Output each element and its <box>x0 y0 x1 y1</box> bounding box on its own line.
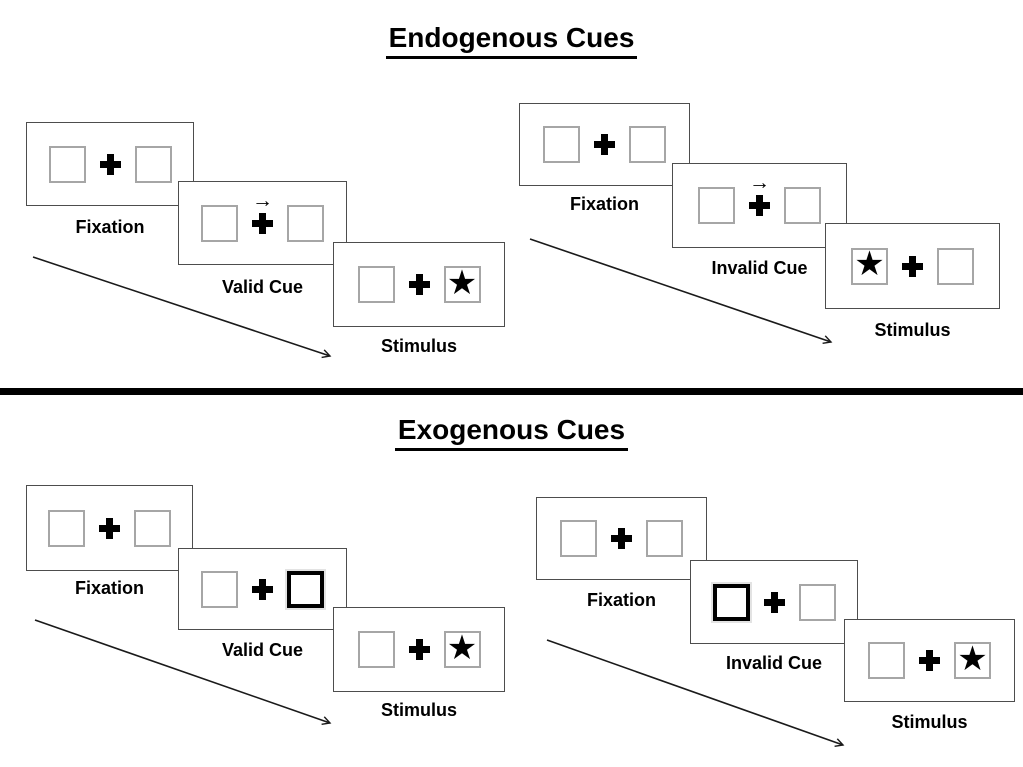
fixation-panel <box>26 122 194 206</box>
placeholder-box-right <box>646 520 683 557</box>
placeholder-box-left <box>357 266 395 303</box>
star-icon: ★ <box>446 263 478 302</box>
placeholder-box-right <box>937 247 974 285</box>
cue-arrow-right-icon: → <box>749 171 770 194</box>
timeline-arrow-exogenous-valid <box>34 619 330 723</box>
panel-label: Invalid Cue <box>711 258 808 278</box>
placeholder-box-right <box>134 509 171 547</box>
placeholder-box-left <box>698 187 735 224</box>
fixation-plus-icon <box>763 591 785 613</box>
fixation-panel <box>519 103 690 186</box>
target-box-right: ★ <box>954 642 991 679</box>
placeholder-box-left <box>201 204 238 242</box>
placeholder-box-left <box>357 631 395 668</box>
panel-label: Stimulus <box>891 712 968 732</box>
fixation-plus-icon <box>408 639 430 660</box>
target-box-right: ★ <box>443 628 481 668</box>
panel-label: Valid Cue <box>221 277 304 297</box>
panel-label: Valid Cue <box>221 640 304 660</box>
placeholder-box-right <box>784 187 821 224</box>
placeholder-box-left <box>201 570 238 608</box>
star-icon: ★ <box>854 245 885 283</box>
cue-arrow-right-icon: → <box>252 188 273 212</box>
stimulus-panel: ★ <box>333 607 505 692</box>
fixation-plus-icon <box>611 528 632 549</box>
cue-panel: → <box>178 181 347 265</box>
fixation-plus-icon <box>919 650 940 671</box>
fixation-panel <box>536 497 707 580</box>
stimulus-panel: ★ <box>333 242 505 327</box>
fixation-panel <box>26 485 193 571</box>
timeline-arrow-endogenous-invalid <box>529 238 831 342</box>
placeholder-box-right <box>798 583 836 621</box>
panel-label: Fixation <box>586 590 656 610</box>
placeholder-box-left <box>543 126 580 163</box>
panel-label: Stimulus <box>380 336 457 356</box>
panel-label: Stimulus <box>874 320 951 340</box>
timeline-arrow-endogenous-valid <box>32 256 330 356</box>
cue-panel <box>690 560 858 644</box>
stimulus-panel: ★ <box>844 619 1015 702</box>
panel-label: Stimulus <box>380 700 457 720</box>
fixation-plus-icon <box>252 578 273 600</box>
placeholder-box-left <box>560 520 597 557</box>
target-box-right: ★ <box>443 263 481 303</box>
section-title-endogenous: Endogenous Cues <box>0 22 1023 59</box>
placeholder-box-left <box>48 509 85 547</box>
placeholder-box-right <box>134 145 172 183</box>
fixation-plus-icon <box>594 134 615 155</box>
panel-label: Fixation <box>569 194 639 214</box>
cue-box-left <box>712 583 750 621</box>
target-box-left: ★ <box>851 245 888 285</box>
fixation-plus-icon <box>252 212 273 234</box>
stimulus-panel: ★ <box>825 223 1000 309</box>
star-icon: ★ <box>446 628 478 667</box>
section-divider <box>0 388 1023 395</box>
cue-box-right <box>287 570 324 608</box>
panel-label: Invalid Cue <box>725 653 823 673</box>
fixation-plus-icon <box>99 153 121 175</box>
cue-panel <box>178 548 347 630</box>
fixation-plus-icon <box>749 195 770 216</box>
fixation-plus-icon <box>99 517 120 539</box>
fixation-plus-icon <box>902 255 923 277</box>
placeholder-box-right <box>629 126 666 163</box>
placeholder-box-left <box>48 145 86 183</box>
section-title-exogenous: Exogenous Cues <box>0 414 1023 451</box>
cue-panel: → <box>672 163 847 248</box>
panel-label: Fixation <box>74 578 144 598</box>
fixation-plus-icon <box>408 274 430 295</box>
placeholder-box-left <box>868 642 905 679</box>
panel-label: Fixation <box>75 217 145 237</box>
star-icon: ★ <box>957 639 988 678</box>
placeholder-box-right <box>287 204 324 242</box>
